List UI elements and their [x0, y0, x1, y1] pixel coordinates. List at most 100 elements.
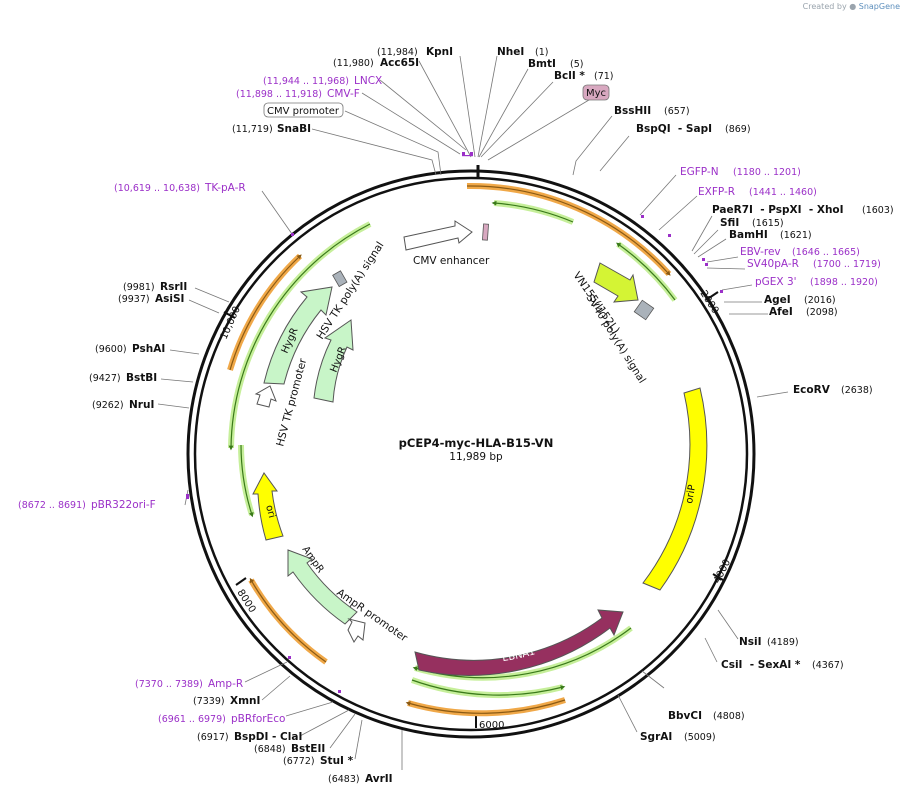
- enzyme-bbvci-pos: (4808): [713, 711, 745, 722]
- primer-pbr322orif: pBR322ori-F: [91, 499, 156, 511]
- primer-exfpr: EXFP-R: [698, 186, 735, 198]
- plasmid-backbone: [186, 169, 756, 739]
- inner-features: [252, 220, 708, 676]
- feature-tracks: [227, 182, 678, 717]
- enzyme-bspqi-sapi-pos: (869): [725, 124, 751, 135]
- enzyme-bbvci: BbvCI: [668, 710, 702, 722]
- enzyme-bsteii: BstEII: [291, 743, 325, 755]
- ampr-arrow: [287, 549, 358, 625]
- hygr-arrow-1: [263, 286, 333, 385]
- green-track-left-mid: [238, 444, 255, 516]
- primer-sv40par: SV40pA-R: [747, 258, 799, 270]
- leader-lines: [157, 55, 789, 770]
- enzyme-nhei: NheI: [497, 46, 524, 58]
- enzyme-bsshii: BssHII: [614, 105, 651, 117]
- ampr-promoter-arrow: [347, 618, 366, 643]
- primer-ampr: Amp-R: [208, 678, 243, 690]
- enzyme-snabi-pos: (11,719): [232, 124, 273, 135]
- plasmid-name: pCEP4-myc-HLA-B15-VN: [399, 436, 554, 450]
- enzyme-acc65i-pos: (11,980): [333, 58, 374, 69]
- enzyme-bcli-pos: (71): [594, 71, 614, 82]
- enzyme-bspqi-sapi: BspQI - SapI: [636, 123, 712, 135]
- enzyme-sfii: SfiI: [720, 217, 739, 229]
- primer-tkpar-pos: (10,619 .. 10,638): [114, 183, 200, 194]
- primer-pbrforeco: pBRforEco: [231, 713, 285, 725]
- enzyme-avrii: AvrII: [365, 773, 393, 785]
- enzyme-bmti-pos: (5): [570, 59, 583, 70]
- enzyme-snabi: SnaBI: [277, 123, 311, 135]
- enzyme-xhoi-pos: (1603): [862, 205, 894, 216]
- enzyme-stui: StuI *: [320, 755, 354, 767]
- orip-arc: [642, 387, 708, 591]
- snapgene-watermark: Created by ● SnapGene: [803, 2, 900, 11]
- primer-ampr-pos: (7370 .. 7389): [135, 679, 203, 690]
- enzyme-xmni-pos: (7339): [193, 696, 225, 707]
- enzyme-bmti: BmtI: [528, 58, 556, 70]
- enzyme-xmni: XmnI: [230, 695, 260, 707]
- primer-tkpar: TK-pA-R: [204, 182, 246, 194]
- enzyme-bspdi-clai-pos: (6917): [197, 732, 229, 743]
- enzyme-bamhi-pos: (1621): [780, 230, 812, 241]
- primer-pgex3-pos: (1898 .. 1920): [810, 277, 878, 288]
- snapgene-logo-icon: ●: [849, 2, 857, 11]
- enzyme-bstbi: BstBI: [126, 372, 157, 384]
- primers-right: EGFP-N (1180 .. 1201) EXFP-R (1441 .. 14…: [680, 166, 881, 288]
- primer-exfpr-pos: (1441 .. 1460): [749, 187, 817, 198]
- enzyme-xhoi: PaeR7I - PspXI - XhoI: [712, 204, 844, 216]
- enzyme-rsrii: RsrII: [160, 281, 187, 293]
- enzyme-nsii: NsiI: [739, 636, 762, 648]
- primers-left: (10,619 .. 10,638) TK-pA-R (8672 .. 8691…: [18, 182, 285, 725]
- primer-lncx-pos: (11,944 .. 11,968): [263, 76, 349, 87]
- enzyme-kpni: KpnI: [426, 46, 453, 58]
- primers-top: (11,944 .. 11,968) LNCX (11,898 .. 11,91…: [236, 75, 382, 100]
- enzymes-top: (11,984) KpnI (11,980) Acc65I NheI (1) B…: [333, 46, 614, 82]
- enzyme-asisi: AsiSI: [155, 293, 184, 305]
- watermark-brand: SnapGene: [858, 2, 900, 11]
- primer-pgex3: pGEX 3': [755, 276, 797, 288]
- enzyme-kpni-pos: (11,984): [377, 47, 418, 58]
- enzyme-nsii-pos: (4189): [767, 637, 799, 648]
- green-track-top: [493, 200, 575, 225]
- ruler-ticks: [223, 291, 724, 728]
- sv40-polya-marker: [633, 299, 655, 321]
- tick-6000: 6000: [479, 720, 504, 731]
- enzyme-bspdi-clai: BspDI - ClaI: [234, 731, 302, 743]
- plasmid-size: 11,989 bp: [449, 451, 503, 463]
- enzyme-asisi-pos: (9937): [118, 294, 150, 305]
- vn155-arrow: [593, 262, 639, 303]
- enzyme-csii-sexai-pos: (4367): [812, 660, 844, 671]
- enzyme-bsshii-pos: (657): [664, 106, 690, 117]
- cmv-enhancer-arrow: [403, 220, 473, 251]
- enzyme-bsteii-pos: (6848): [254, 744, 286, 755]
- primer-cmvf-pos: (11,898 .. 11,918): [236, 89, 322, 100]
- primer-egfpn-pos: (1180 .. 1201): [733, 167, 801, 178]
- enzyme-bstbi-pos: (9427): [89, 373, 121, 384]
- enzyme-afei-pos: (2098): [806, 307, 838, 318]
- tick-10000: 10,000: [219, 305, 243, 341]
- primer-marks: [186, 152, 723, 693]
- enzyme-avrii-pos: (6483): [328, 774, 360, 785]
- enzyme-afei: AfeI: [769, 306, 793, 318]
- enzyme-ecorv-pos: (2638): [841, 385, 873, 396]
- enzyme-csii-sexai: CsiI - SexAI *: [721, 659, 801, 671]
- hygr-arrow-2: [313, 319, 354, 403]
- primer-pbrforeco-pos: (6961 .. 6979): [158, 714, 226, 725]
- cmv-promoter-label: CMV promoter: [267, 106, 340, 117]
- enzyme-agei: AgeI: [764, 294, 791, 306]
- enzyme-sfii-pos: (1615): [752, 218, 784, 229]
- enzyme-nrui-pos: (9262): [92, 400, 124, 411]
- label-ori: ori: [263, 504, 277, 519]
- enzyme-rsrii-pos: (9981): [123, 282, 155, 293]
- enzyme-sgrai-pos: (5009): [684, 732, 716, 743]
- primer-sv40par-pos: (1700 .. 1719): [813, 259, 881, 270]
- enzyme-pshai-pos: (9600): [95, 344, 127, 355]
- primer-lncx: LNCX: [354, 75, 382, 87]
- primer-ebvrev-pos: (1646 .. 1665): [792, 247, 860, 258]
- primer-ebvrev: EBV-rev: [740, 246, 781, 258]
- hsv-tk-promoter-arrow: [254, 385, 277, 408]
- hsv-tk-polya-marker: [332, 270, 348, 288]
- enzyme-nhei-pos: (1): [535, 47, 548, 58]
- ori-arrow: [252, 472, 284, 541]
- enzyme-ecorv: EcoRV: [793, 384, 831, 396]
